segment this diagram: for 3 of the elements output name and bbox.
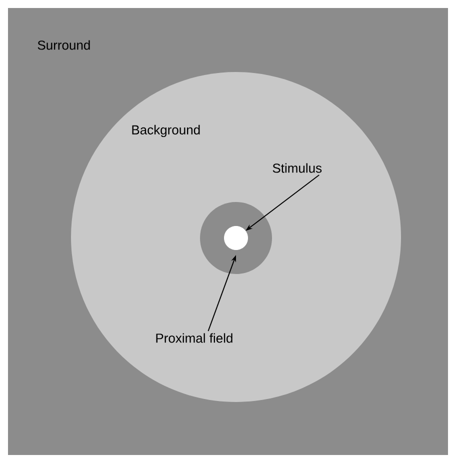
- stimulus-disc: [224, 226, 248, 250]
- label-text: Proximal field: [156, 333, 232, 343]
- label-text: Stimulus: [272, 163, 322, 173]
